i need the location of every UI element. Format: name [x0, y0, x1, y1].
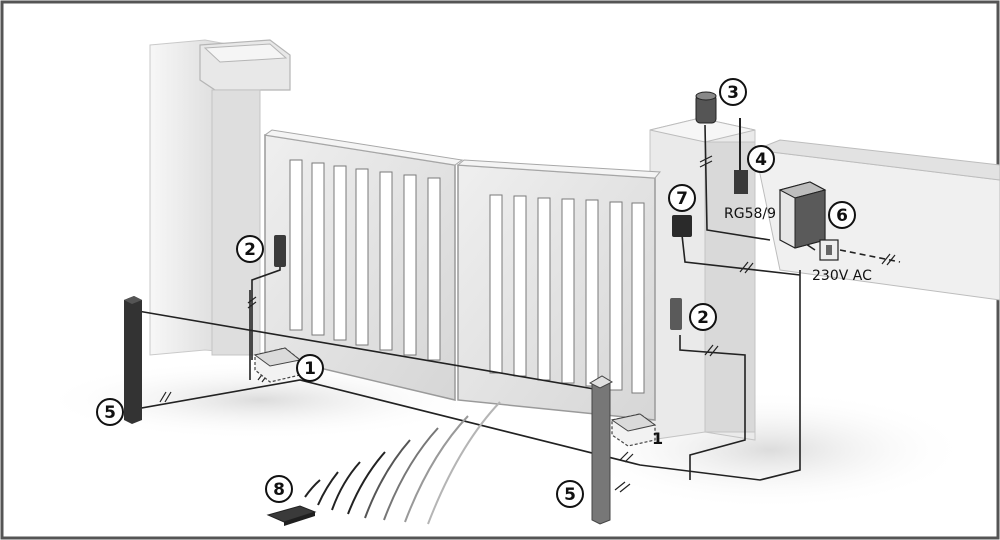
flashing-lamp [695, 91, 717, 124]
mains-switch [819, 239, 839, 261]
power-supply-label: 230V AC [812, 268, 872, 284]
cable-spec-label: RG58/9 [724, 206, 776, 222]
photocell-post-left [124, 296, 142, 424]
svg-text:5: 5 [564, 485, 576, 505]
svg-text:3: 3 [727, 83, 739, 103]
underground-motor-left [253, 347, 302, 383]
gate-bars-right [489, 194, 645, 394]
svg-text:6: 6 [836, 206, 848, 226]
callout-2-right: 2 [689, 303, 717, 331]
radio-waves [304, 401, 501, 525]
cable-markers [159, 155, 896, 493]
control-unit [778, 181, 827, 249]
photocell-right-pillar [670, 298, 682, 330]
callout-5-left: 5 [96, 398, 124, 426]
svg-text:2: 2 [244, 240, 256, 260]
gate-leaf-left [263, 129, 464, 401]
photocell-left-pillar [274, 235, 286, 267]
svg-text:2: 2 [697, 308, 709, 328]
svg-text:7: 7 [676, 189, 688, 209]
key-selector [672, 215, 692, 237]
photocell-post-right [588, 375, 614, 525]
callout-2-left: 2 [236, 235, 264, 263]
left-pillar [149, 39, 291, 356]
callout-8: 8 [265, 475, 293, 503]
svg-text:4: 4 [755, 150, 767, 170]
motor-number-label: 1 [652, 429, 663, 448]
gate-leaf-right [456, 159, 662, 421]
callout-3: 3 [719, 78, 747, 106]
svg-text:1: 1 [304, 359, 316, 379]
underground-motor-right [610, 413, 657, 447]
callout-7: 7 [668, 184, 696, 212]
callout-4: 4 [747, 145, 775, 173]
svg-text:8: 8 [273, 480, 285, 500]
remote-transmitter [266, 505, 317, 526]
gate-bars-left [289, 159, 441, 361]
svg-text:5: 5 [104, 403, 116, 423]
antenna [734, 118, 748, 194]
callout-1: 1 [296, 354, 324, 382]
callout-5-right: 5 [556, 480, 584, 508]
callout-6: 6 [828, 201, 856, 229]
